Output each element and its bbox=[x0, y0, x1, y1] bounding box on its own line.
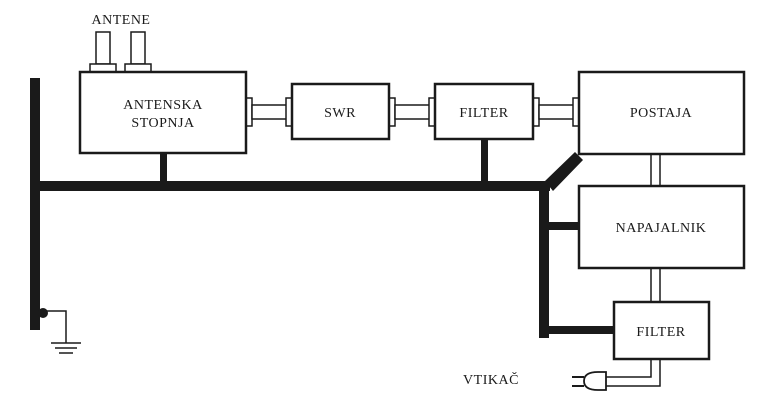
power-cable-station-supply bbox=[650, 154, 661, 186]
antennas-label: ANTENE bbox=[92, 13, 151, 28]
mains-cable bbox=[603, 359, 661, 387]
power-supply-ground-strap bbox=[544, 222, 580, 230]
power-supply-box: NAPAJALNIK bbox=[577, 184, 746, 270]
swr-box: SWR bbox=[290, 82, 391, 141]
plug-icon bbox=[572, 371, 607, 391]
filter-top-ground-strap bbox=[481, 138, 488, 183]
filter-top-label: FILTER bbox=[459, 106, 508, 121]
station-label: POSTAJA bbox=[630, 106, 693, 121]
swr-label: SWR bbox=[324, 106, 356, 121]
coax-connector-swr-filter bbox=[388, 97, 436, 127]
power-cable-supply-filter bbox=[650, 268, 661, 302]
left-ground-bar bbox=[30, 78, 40, 330]
plug-label: VTIKAČ bbox=[463, 371, 519, 388]
antenna-icons bbox=[89, 31, 152, 73]
filter-ground-strap bbox=[544, 326, 614, 334]
coax-connector-filter-station bbox=[532, 97, 580, 127]
earth-ground-icon bbox=[38, 308, 81, 354]
right-ground-bar bbox=[539, 186, 549, 338]
coax-connector-stage-swr bbox=[245, 97, 293, 127]
antenna-stage-label-line2: STOPNJA bbox=[131, 116, 195, 131]
power-supply-label: NAPAJALNIK bbox=[616, 221, 707, 236]
filter-bottom-box: FILTER bbox=[612, 300, 711, 361]
main-ground-bus bbox=[30, 181, 550, 191]
antenna-stage-ground-strap bbox=[160, 151, 167, 183]
antenna-stage-box: ANTENSKA STOPNJA bbox=[78, 70, 248, 155]
antenna-stage-label-line1: ANTENSKA bbox=[123, 98, 203, 113]
filter-top-box: FILTER bbox=[433, 82, 535, 141]
diagonal-ground-link bbox=[545, 152, 583, 191]
filter-bottom-label: FILTER bbox=[636, 325, 685, 340]
station-box: POSTAJA bbox=[577, 70, 746, 156]
